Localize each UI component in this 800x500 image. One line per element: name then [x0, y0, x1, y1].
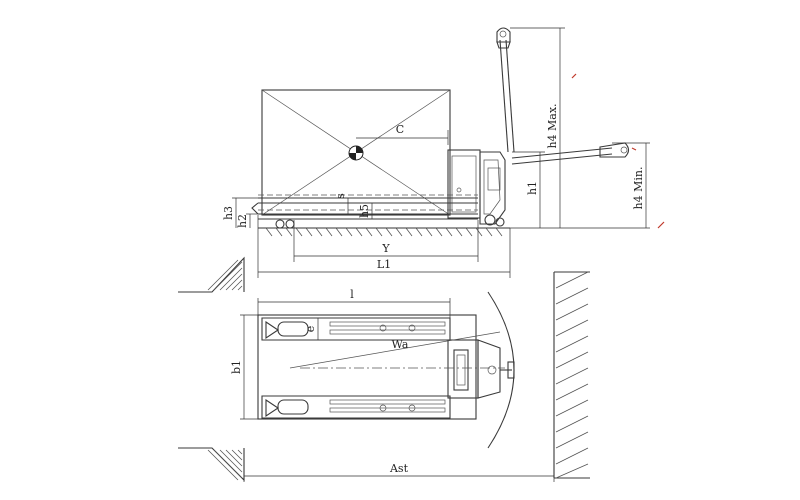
dimension-s: s: [334, 193, 349, 214]
floor-hatch-side: [258, 227, 510, 237]
wall-bottom-left: [178, 447, 245, 482]
truck-body: [447, 149, 506, 227]
dim-h1-label: h1: [526, 181, 539, 195]
dim-c-label: C: [396, 123, 404, 136]
dimension-e: e: [304, 318, 319, 340]
dim-h4min-label: h4 Min.: [632, 167, 645, 210]
forks-side: [251, 194, 478, 229]
body-top: [447, 339, 515, 399]
dim-e-label: e: [304, 326, 317, 333]
tiller-vertical: [496, 27, 515, 153]
dim-s-label: s: [334, 193, 347, 199]
dim-h4max-label: h4 Max.: [546, 103, 559, 148]
dimension-h2: h2: [236, 213, 262, 228]
load-box: [261, 89, 451, 216]
wa-line: [289, 331, 501, 369]
wall-right: [553, 271, 590, 479]
tiller-inclined: [511, 142, 637, 165]
wall-top-left: [178, 256, 245, 293]
dim-h5-label: h5: [358, 204, 371, 218]
dimension-b1: b1: [230, 314, 262, 420]
dimension-l: l: [257, 288, 451, 318]
dim-ast-label: Ast: [389, 462, 409, 475]
dim-y-label: Y: [381, 242, 390, 255]
turning-arc: [487, 291, 515, 449]
side-view: C: [222, 27, 665, 278]
dimension-l1: L1: [257, 215, 511, 278]
dim-h2-label: h2: [236, 214, 249, 228]
dimension-h3: h3: [222, 197, 262, 228]
dimension-ast: Ast: [243, 460, 555, 482]
dimension-y: Y: [293, 220, 479, 262]
dim-l-label: l: [350, 288, 354, 301]
fork-left: [261, 317, 451, 341]
dimension-h1: h1: [512, 151, 545, 228]
dimension-h5: h5: [358, 203, 373, 219]
top-view: Wa l e b1 Ast: [230, 288, 555, 482]
dim-wa-label: Wa: [392, 338, 409, 351]
dimension-h4min: h4 Min.: [571, 73, 665, 229]
dimension-h4max: h4 Max.: [510, 27, 650, 229]
dim-h3-label: h3: [222, 206, 235, 220]
dim-l1-label: L1: [377, 258, 391, 271]
dimension-c: C: [356, 123, 449, 145]
dim-b1-label: b1: [230, 360, 243, 374]
fork-right: [261, 395, 451, 419]
